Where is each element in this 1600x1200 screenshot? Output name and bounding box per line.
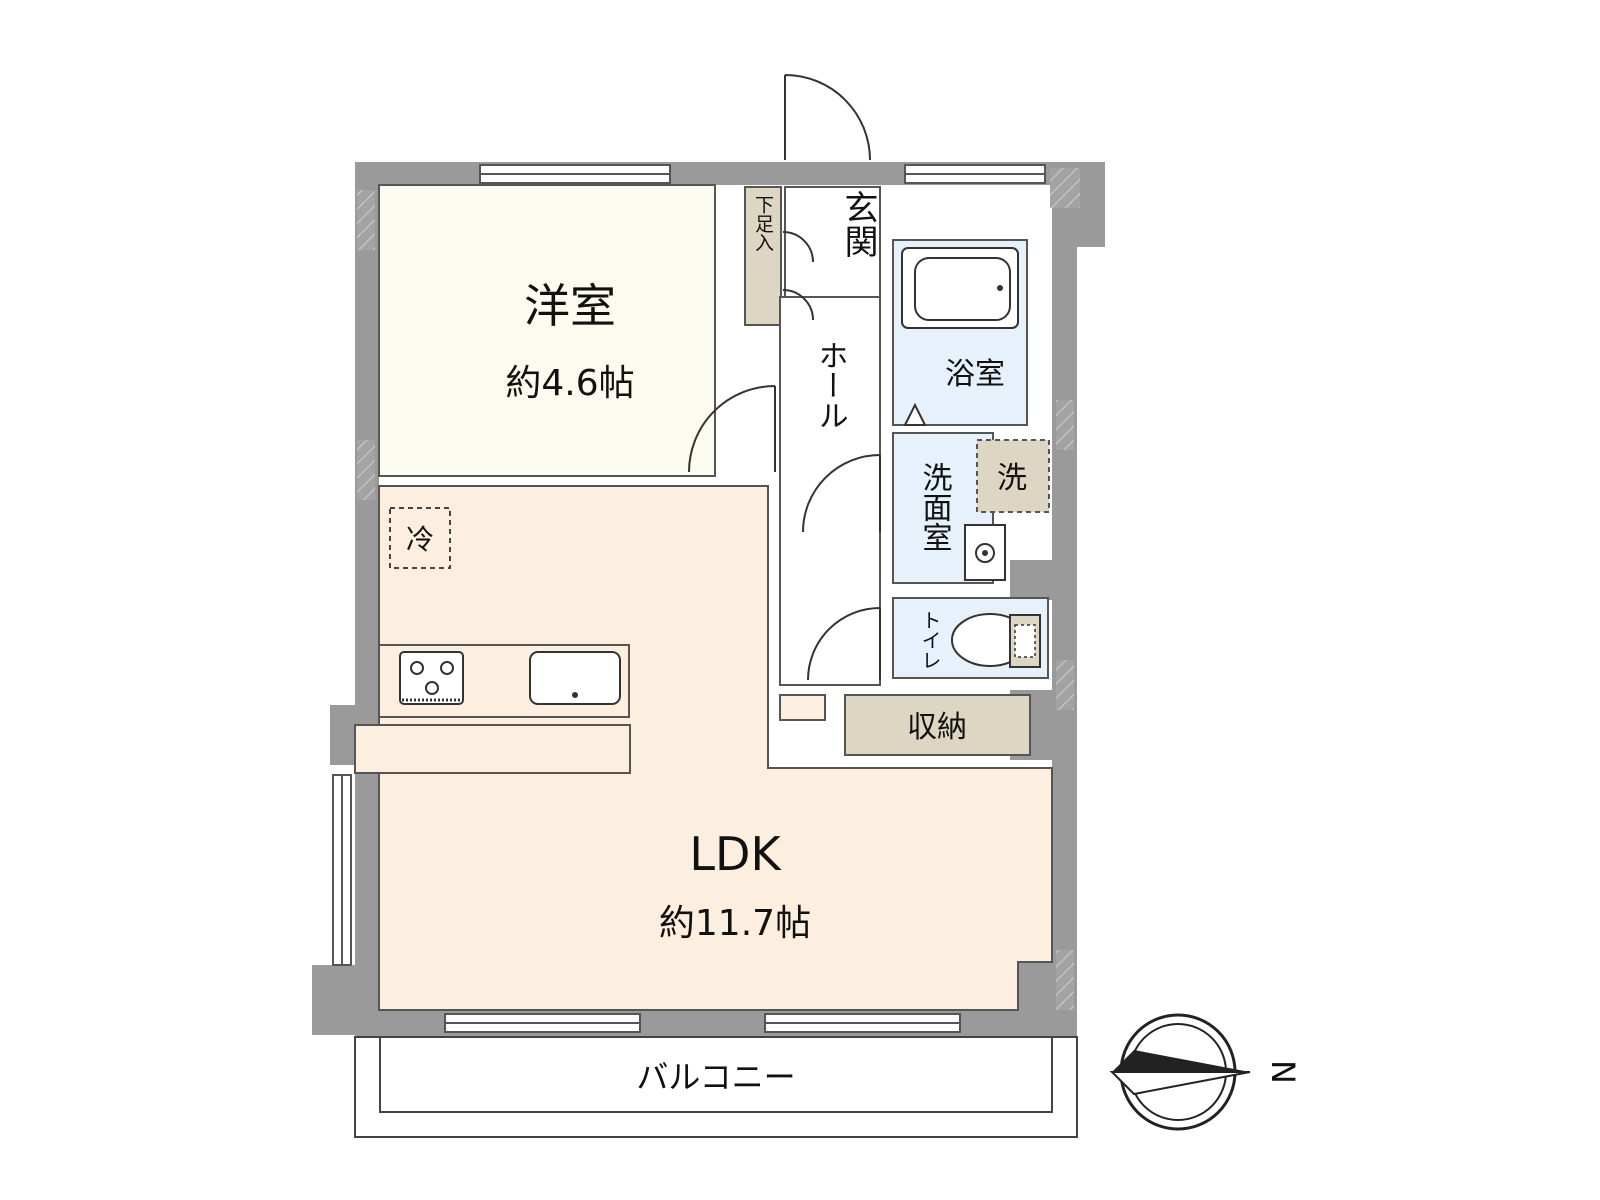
balcony-inner — [379, 1036, 1053, 1113]
western-room-area: 約4.6帖 — [505, 363, 634, 404]
storage-label: 収納 — [907, 710, 967, 745]
washbasin-icon — [964, 524, 1006, 581]
kitchen-sink-icon — [529, 651, 621, 705]
kitchen-counter — [354, 644, 631, 774]
small-closet — [779, 694, 826, 721]
windows — [332, 164, 1046, 1033]
entrance-label: 玄関 — [838, 190, 878, 258]
shoe-box — [744, 186, 782, 326]
laundry-area — [976, 439, 1050, 513]
fridge-space — [389, 507, 451, 569]
door-swing-icon — [688, 74, 927, 681]
ldk-floor — [378, 485, 1053, 1011]
ldk-room-name: LDK — [689, 827, 782, 881]
storage-floor — [844, 694, 1031, 756]
hall-floor — [779, 296, 881, 686]
compass-north-label: N — [1264, 1060, 1302, 1084]
compass-icon — [1109, 1013, 1251, 1131]
toilet-icon — [951, 613, 1041, 668]
bath-label: 浴室 — [945, 357, 1005, 392]
washroom-label: 洗面室 — [917, 462, 952, 552]
bathtub-icon — [901, 247, 1019, 329]
western-room-name: 洋室 — [524, 279, 616, 333]
western-room-floor — [378, 184, 716, 477]
entrance-floor — [784, 186, 881, 298]
fridge-label: 冷 — [406, 523, 434, 556]
ldk-room-area: 約11.7帖 — [659, 903, 811, 944]
balcony-label: バルコニー — [636, 1058, 795, 1096]
hall-label: ホール — [813, 340, 848, 430]
laundry-label: 洗 — [997, 461, 1027, 496]
shoe-box-label: 下足入 — [752, 195, 774, 252]
cooktop-icon — [399, 651, 464, 705]
toilet-label: トイレ — [918, 610, 942, 670]
